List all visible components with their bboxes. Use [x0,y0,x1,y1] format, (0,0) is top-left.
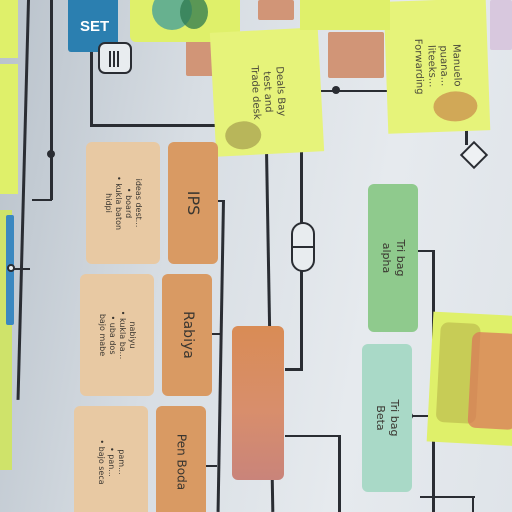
card-text: ideas dest... • board • kukla baton hidp… [104,175,143,231]
doodle [432,90,478,123]
sticky-note-top-right [300,0,390,30]
connector-line [32,199,52,201]
sticky-note-left-middle [0,64,18,194]
orange-card-pen-boda: Pen Boda [156,406,206,512]
connector-line [420,496,475,498]
card-text: Rabiya [179,311,196,359]
connector-line [212,200,224,202]
connector-line [50,0,53,200]
connector-node [7,264,15,272]
connector-line [210,333,222,335]
beige-card-3: pam... • pan... • bajo seca [74,406,148,512]
connector-line [16,0,30,400]
card-text: Pen Boda [174,433,189,491]
card-text: Tri bag alpha [380,239,407,277]
mint-card-beta: Tri bag Beta [362,344,412,492]
doodle [224,120,262,151]
card-text: Tri bag Beta [374,399,401,437]
connector-line [338,435,341,512]
connector-line [12,268,30,270]
connector-line [205,465,217,467]
sticky-text: Manuelo puana... liteeks... Forwarding [412,38,463,95]
card-text: IPS [184,190,203,216]
top-orange-block [258,0,294,20]
connector-line [285,368,303,371]
lavender-strip [490,0,512,50]
junction-dot [47,150,55,158]
set-badge: SET [68,0,118,52]
junction-dot [332,86,340,94]
salmon-card [232,326,284,480]
connector-line [285,435,340,437]
beige-card-2: nabiyu • kukla ba... • uba dos bajo mabe [80,274,154,396]
beige-card-1: ideas dest... • board • kukla baton hidp… [86,142,160,264]
green-card-alpha: Tri bag alpha [368,184,418,332]
connector-line [472,496,474,512]
connector-line [410,415,432,417]
connector-line [90,50,93,126]
orange-card-ips: IPS [168,142,218,264]
card-text: pam... • pan... • bajo seca [97,439,126,485]
connector-line [320,90,390,92]
top-orange-block [328,32,384,78]
sticky-note-deals: Deals Bay test and Trade desk [209,27,325,157]
database-icon [291,222,315,272]
connector-line [415,250,433,252]
sticky-note-manuelo: Manuelo puana... liteeks... Forwarding [383,0,491,134]
card-text: nabiyu • kukla ba... • uba dos bajo mabe [98,310,137,360]
sticky-note-right [426,311,512,447]
list-icon [98,42,132,74]
doodle [467,331,512,431]
diamond-icon [459,140,489,170]
sticky-text: Deals Bay test and Trade desk [248,65,288,120]
badge-label: SET [80,18,110,35]
doodle [180,0,208,29]
orange-card-rabiya: Rabiya [162,274,212,396]
connector-line [90,124,220,127]
sticky-note-left-top [0,0,18,58]
